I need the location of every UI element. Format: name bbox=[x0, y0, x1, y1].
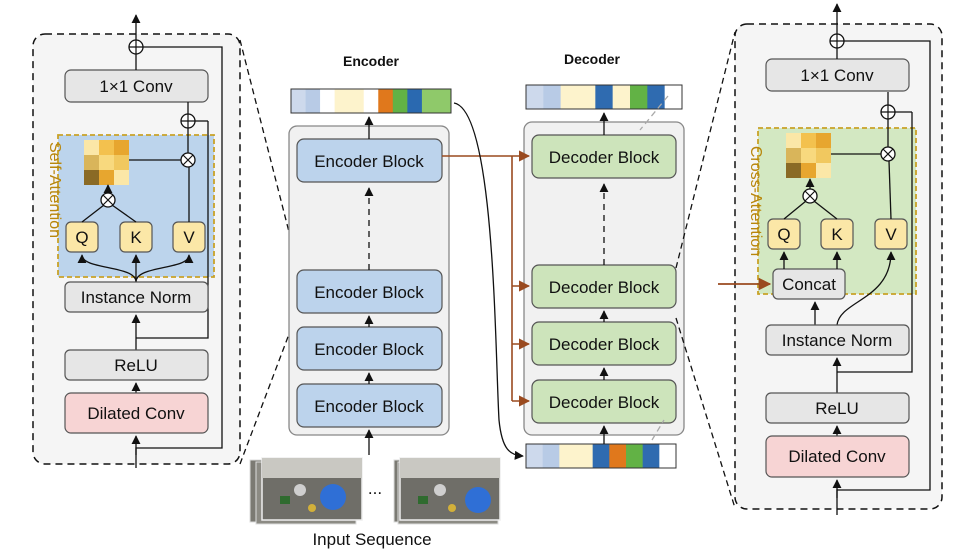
decoder-input-strip-segment bbox=[559, 444, 577, 468]
input-sequence-caption: Input Sequence bbox=[312, 530, 431, 549]
decoder-strip-segment bbox=[578, 85, 596, 109]
left-detail-panel: Self-Attention 1×1 Conv Q K V bbox=[32, 14, 241, 468]
right-dilated-conv-label: Dilated Conv bbox=[788, 447, 886, 466]
encoder-block-top-label: Encoder Block bbox=[314, 152, 424, 171]
right-instance-norm-label: Instance Norm bbox=[782, 331, 893, 350]
right-relu-box bbox=[765, 392, 910, 424]
decoder-strip-segment bbox=[560, 85, 579, 109]
encoder-strip-segment bbox=[305, 89, 321, 113]
right-q-label: Q bbox=[777, 225, 790, 244]
encoder-strip-segment bbox=[291, 89, 306, 113]
bowl-image bbox=[320, 484, 346, 510]
right-v-label: V bbox=[885, 225, 897, 244]
concat-box bbox=[772, 268, 846, 300]
left-relu-label: ReLU bbox=[114, 356, 157, 375]
decoder-strip-segment bbox=[630, 85, 648, 109]
encoder-strip-segment bbox=[378, 89, 394, 113]
right-detail-panel: Cross-Attention 1×1 Conv Q K V bbox=[718, 3, 943, 515]
decoder-input-strip-border bbox=[525, 443, 677, 469]
encoder-output-strip bbox=[290, 88, 452, 114]
decoder-input-strip-segment bbox=[659, 444, 677, 468]
decoder-block-top-label: Decoder Block bbox=[549, 148, 660, 167]
decoder-strip-segment bbox=[595, 85, 613, 109]
right-relu-label: ReLU bbox=[815, 399, 858, 418]
left-conv1x1-label: 1×1 Conv bbox=[99, 77, 173, 96]
encoder-strip-segment bbox=[407, 89, 423, 113]
encoder-strip-segment bbox=[320, 89, 335, 113]
encoder-column: Encoder Encoder Block Encoder Block Enco… bbox=[288, 53, 452, 455]
encoder-strip-segment bbox=[363, 89, 379, 113]
left-attention-heatmap bbox=[84, 140, 129, 185]
decoder-strip-segment bbox=[664, 85, 683, 109]
left-q-label: Q bbox=[75, 228, 88, 247]
decoder-input-strip-segment bbox=[609, 444, 627, 468]
encoder-block-2-label: Encoder Block bbox=[314, 340, 424, 359]
encoder-decoder-connections bbox=[442, 102, 531, 460]
left-dilated-conv-box bbox=[64, 392, 209, 434]
decoder-title: Decoder bbox=[564, 51, 621, 67]
right-dilated-conv-box bbox=[765, 435, 910, 478]
bowl-image-2 bbox=[465, 487, 491, 513]
input-sequence: ... Input Sequence bbox=[249, 457, 501, 549]
concat-label: Concat bbox=[782, 275, 836, 294]
decoder-input-strip bbox=[525, 443, 677, 469]
video-frames-right bbox=[393, 457, 501, 525]
encoder-strip-border bbox=[290, 88, 452, 114]
ellipsis-label: ... bbox=[368, 479, 382, 498]
right-conv1x1-label: 1×1 Conv bbox=[800, 66, 874, 85]
decoder-strip-segment bbox=[526, 85, 544, 109]
encoder-strip-segment bbox=[392, 89, 408, 113]
decoder-column: Decoder Decoder Block Decoder Block Deco… bbox=[523, 51, 685, 469]
encoder-strip-segment bbox=[421, 89, 437, 113]
decoder-input-strip-segment bbox=[592, 444, 610, 468]
encoder-title: Encoder bbox=[343, 53, 400, 69]
decoder-input-strip-segment bbox=[626, 444, 643, 468]
decoder-input-strip-segment bbox=[526, 444, 543, 468]
decoder-block-2-label: Decoder Block bbox=[549, 335, 660, 354]
right-instance-norm-box bbox=[765, 324, 910, 356]
encoder-strip-segment bbox=[349, 89, 365, 113]
right-k-label: K bbox=[831, 225, 843, 244]
decoder-strip-segment bbox=[647, 85, 665, 109]
decoder-strip-segment bbox=[612, 85, 631, 109]
left-k-label: K bbox=[130, 228, 142, 247]
encoder-strip-segment bbox=[334, 89, 350, 113]
video-frames-left bbox=[249, 457, 363, 525]
encoder-block-3-label: Encoder Block bbox=[314, 283, 424, 302]
decoder-block-3-label: Decoder Block bbox=[549, 278, 660, 297]
encoder-strip-segment bbox=[436, 89, 452, 113]
self-attention-label: Self-Attention bbox=[46, 142, 63, 238]
left-relu-box bbox=[64, 349, 209, 381]
right-attention-heatmap bbox=[786, 133, 831, 178]
left-v-label: V bbox=[183, 228, 195, 247]
left-instance-norm-box bbox=[64, 281, 209, 313]
decoder-input-strip-segment bbox=[542, 444, 560, 468]
left-dilated-conv-label: Dilated Conv bbox=[87, 404, 185, 423]
decoder-strip-segment bbox=[543, 85, 561, 109]
decoder-output-strip bbox=[525, 84, 683, 110]
encoder-block-1-label: Encoder Block bbox=[314, 397, 424, 416]
decoder-block-1-label: Decoder Block bbox=[549, 393, 660, 412]
decoder-input-strip-segment bbox=[642, 444, 660, 468]
decoder-input-strip-segment bbox=[576, 444, 593, 468]
decoder-strip-border bbox=[525, 84, 683, 110]
left-instance-norm-label: Instance Norm bbox=[81, 288, 192, 307]
cross-attention-label: Cross-Attention bbox=[747, 146, 764, 256]
